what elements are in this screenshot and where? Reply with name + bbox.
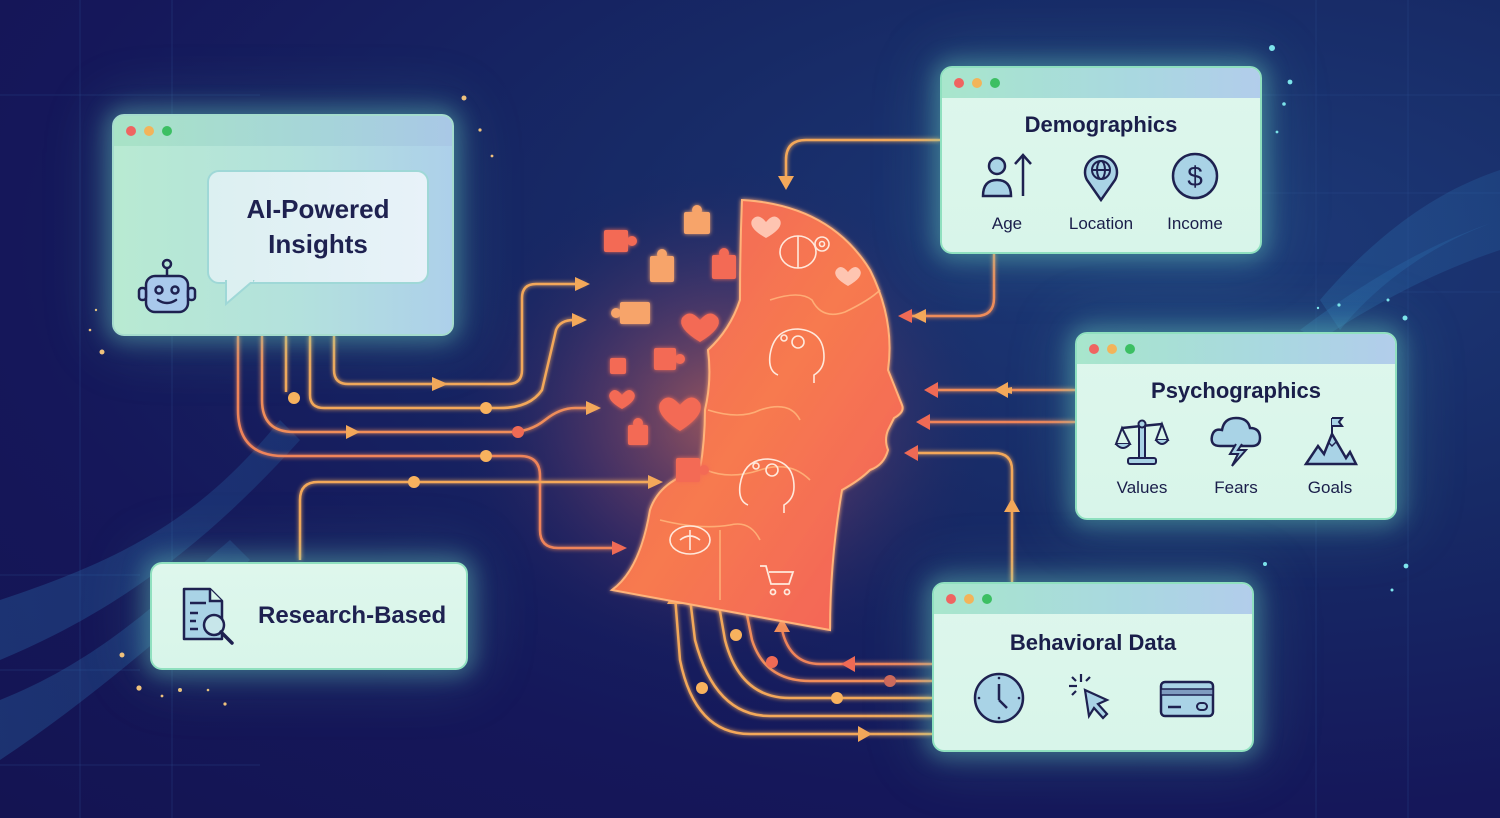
behavior-click [1048, 670, 1138, 726]
close-dot-icon [1089, 344, 1099, 354]
behavioral-title: Behavioral Data [1009, 630, 1177, 655]
age-label: Age [991, 214, 1023, 233]
minimize-dot-icon [972, 78, 982, 88]
research-label: Research-Based [258, 602, 447, 629]
window-titlebar [114, 116, 452, 146]
heart-icon [751, 216, 861, 286]
psychographic-fears: Fears [1191, 414, 1281, 498]
window-titlebar [1077, 334, 1395, 364]
income-label: Income [1167, 214, 1223, 233]
robot-icon [137, 258, 197, 314]
svg-text:$: $ [1187, 161, 1203, 192]
storm-cloud-icon [1210, 416, 1262, 467]
puzzle-head-profile [609, 198, 904, 632]
ai-card-title-line1: AI-Powered [246, 194, 390, 224]
minimize-dot-icon [144, 126, 154, 136]
clock-icon [973, 672, 1025, 724]
values-label: Values [1116, 478, 1168, 497]
psychographics-title: Psychographics [1151, 378, 1321, 403]
credit-card-icon [1159, 680, 1215, 718]
behavior-purchase [1142, 670, 1232, 726]
psychographic-goals: Goals [1285, 414, 1375, 498]
maximize-dot-icon [1125, 344, 1135, 354]
sparkles-warm [88, 95, 494, 706]
window-titlebar [942, 68, 1260, 98]
demographic-income: $ Income [1150, 150, 1240, 234]
location-label: Location [1068, 214, 1134, 233]
person-arrow-up-icon [981, 153, 1032, 198]
maximize-dot-icon [990, 78, 1000, 88]
fears-label: Fears [1214, 478, 1258, 497]
head-gear-icon-2 [738, 458, 795, 513]
speech-bubble: AI-Powered Insights [207, 170, 429, 284]
psychographics-card: Psychographics Values Fears [1075, 332, 1397, 520]
cursor-click-icon [1069, 674, 1110, 720]
globe-pin-icon [1083, 155, 1119, 203]
window-titlebar [934, 584, 1252, 614]
behavioral-connectors [673, 595, 932, 736]
close-dot-icon [126, 126, 136, 136]
maximize-dot-icon [982, 594, 992, 604]
demographics-card: Demographics Age Location $ [940, 66, 1262, 254]
brain-icon [669, 525, 711, 555]
close-dot-icon [954, 78, 964, 88]
behavior-time [954, 670, 1044, 726]
demographic-location: Location [1056, 150, 1146, 234]
ai-connector-markers [288, 277, 663, 555]
mountain-flag-icon [1303, 417, 1358, 466]
head-gear-icon [768, 328, 825, 383]
research-based-card: Research-Based [150, 562, 468, 670]
balance-scale-icon [1114, 419, 1170, 465]
maximize-dot-icon [162, 126, 172, 136]
ai-card-title-line2: Insights [268, 229, 368, 259]
brain-gear-icon [779, 235, 830, 269]
behavioral-data-card: Behavioral Data [932, 582, 1254, 752]
psychographic-values: Values [1097, 414, 1187, 498]
demographics-connectors [784, 138, 996, 318]
close-dot-icon [946, 594, 956, 604]
demographics-title: Demographics [1024, 112, 1178, 137]
ai-connectors [236, 282, 655, 560]
psychographics-connectors [910, 388, 1075, 582]
dollar-coin-icon: $ [1171, 152, 1219, 200]
shopping-cart-icon [760, 565, 795, 596]
demographic-age: Age [962, 150, 1052, 234]
minimize-dot-icon [1107, 344, 1117, 354]
speech-bubble-tail [225, 280, 255, 306]
ai-insights-card: AI-Powered Insights [112, 114, 454, 336]
document-search-icon [182, 587, 234, 645]
floating-pieces [604, 205, 736, 482]
minimize-dot-icon [964, 594, 974, 604]
goals-label: Goals [1307, 478, 1353, 497]
